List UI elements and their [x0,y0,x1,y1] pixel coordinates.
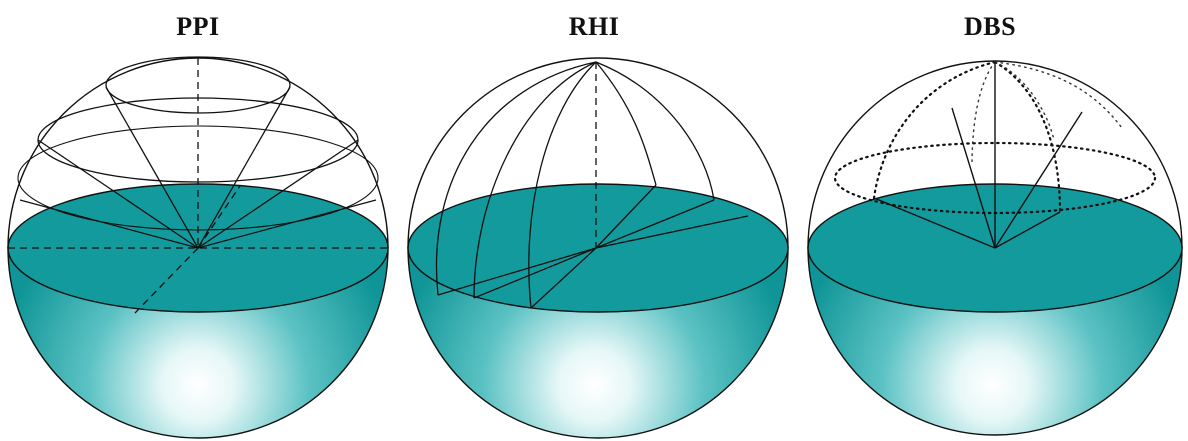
cone-line [19,199,199,249]
beam-line [994,211,1061,249]
rhi-panel: RHI [396,0,792,441]
beam-line [994,111,1083,249]
meridian-arc [435,61,597,296]
dbs-diagram [807,60,1183,436]
dotted-meridian [872,60,997,200]
dbs-panel: DBS [792,0,1188,441]
cone-line [197,86,291,249]
cone-line [105,86,199,249]
radial-line [595,199,715,249]
rhi-title: RHI [568,12,620,41]
scan-circle-high [105,56,291,114]
dotted-meridian-thin [994,61,1123,129]
meridian-arc [473,61,597,299]
dbs-title: DBS [963,12,1017,41]
upper-hemisphere-outline [407,57,789,249]
depth-axis [134,247,199,314]
dotted-meridian-thin [971,61,996,166]
dotted-meridian-thin [994,61,1055,141]
dotted-meridian [993,60,1062,214]
ppi-title: PPI [176,12,220,41]
radial-line [473,247,597,299]
radial-line [437,247,597,296]
cone-line [197,139,359,249]
beam-line [951,107,996,249]
cone-line [197,199,377,249]
radial-line [595,215,749,249]
rhi-diagram [407,57,789,439]
meridian-arc [595,61,657,186]
meridian-arc [528,61,597,309]
scan-circle-low [17,125,379,231]
beam-line [873,197,996,249]
ppi-diagram [7,56,389,439]
radial-line [530,247,597,309]
meridian-arc [595,61,715,201]
radial-line [595,184,657,249]
cone-line [37,139,199,249]
depth-axis-upper [197,185,241,249]
ppi-panel: PPI [0,0,396,441]
